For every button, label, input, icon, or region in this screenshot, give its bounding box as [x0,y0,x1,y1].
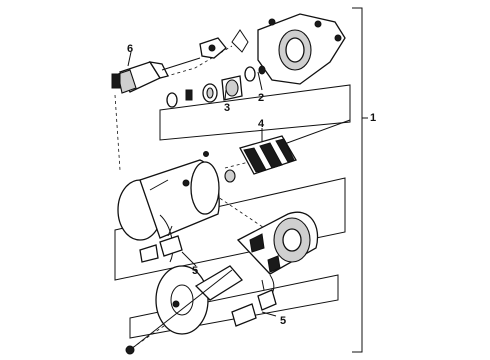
guide-line [114,94,121,171]
callout-label: 2 [258,92,264,104]
leader-line [261,311,277,317]
drive-housing [257,13,346,85]
armature [224,119,351,183]
through-bolt [125,269,233,355]
brush-upper [139,225,183,263]
leader-line [181,251,197,267]
brush-lower [231,279,277,327]
callout-label: 3 [224,102,230,114]
group-frame-end-frame [129,274,339,339]
callout-label: 6 [127,43,133,55]
guide-line [159,45,233,79]
assembly-bracket [352,7,368,353]
callout-label: 4 [258,118,265,130]
solenoid-assembly [111,57,201,94]
callout-label: 5 [192,265,198,277]
shift-lever [199,37,227,59]
end-frame [155,265,243,335]
guide-line [224,157,266,169]
brush-holder [236,211,319,305]
field-frame [117,151,220,263]
group-frame-solenoid [159,84,351,141]
drive-pinion-parts [166,29,266,108]
leader-line [127,51,132,67]
callout-label: 1 [370,112,376,124]
leader-line [224,89,227,101]
callout-label: 5 [280,315,286,327]
group-frame-field-frame [114,177,346,281]
leader-line [257,71,263,91]
